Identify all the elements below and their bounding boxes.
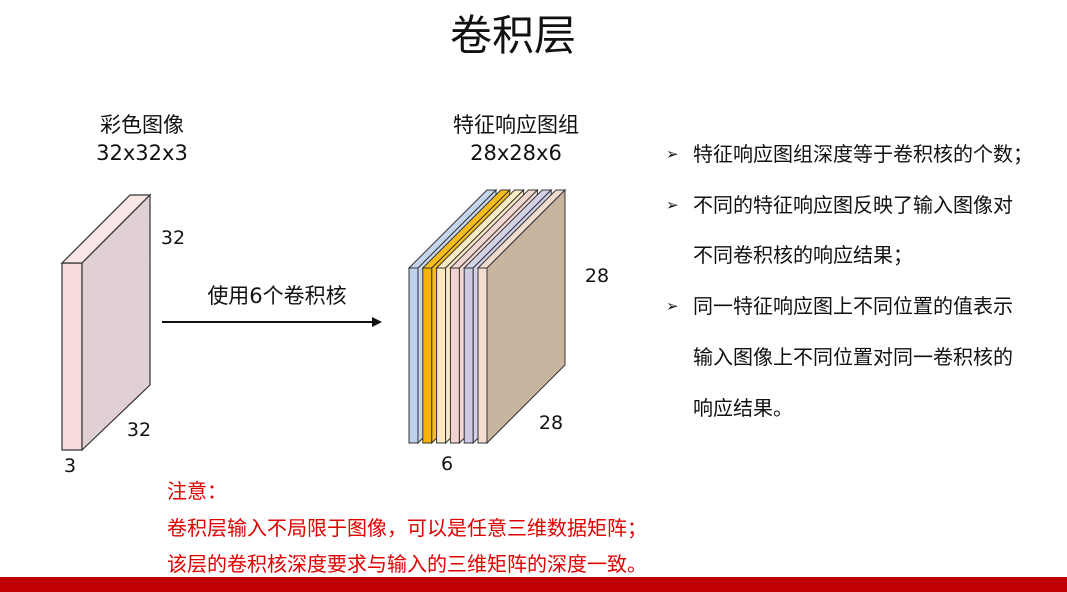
- slab-front-face: [422, 267, 433, 444]
- note-line: 该层的卷积核深度要求与输入的三维矩阵的深度一致。: [167, 552, 647, 576]
- slab-front-face: [408, 267, 419, 444]
- bullet-arrow-icon: ➢: [666, 196, 679, 214]
- input-box-side-face: [81, 193, 151, 452]
- input-height-label: 32: [160, 227, 186, 249]
- input-image-box: [60, 193, 152, 452]
- page-title: 卷积层: [449, 11, 576, 60]
- bullet-line: 不同的特征响应图反映了输入图像对: [693, 193, 1013, 217]
- bullet-line: 特征响应图组深度等于卷积核的个数；: [693, 142, 1033, 166]
- output-name: 特征响应图组: [453, 113, 579, 137]
- input-box-front-face: [61, 262, 83, 451]
- bullet-line: 响应结果。: [693, 396, 793, 420]
- output-width-label: 28: [538, 412, 564, 434]
- note-line: 卷积层输入不局限于图像，可以是任意三维数据矩阵；: [167, 516, 647, 540]
- slab-front-face: [436, 267, 447, 444]
- output-height-label: 28: [584, 265, 610, 287]
- input-width-label: 32: [126, 419, 152, 441]
- input-name: 彩色图像: [100, 113, 184, 137]
- bullet-line: 输入图像上不同位置对同一卷积核的: [693, 345, 1013, 369]
- slab-front-face: [463, 267, 474, 444]
- bullet-arrow-icon: ➢: [666, 145, 679, 163]
- bullet-line: 不同卷积核的响应结果；: [693, 243, 913, 267]
- note-heading: 注意：: [167, 479, 227, 503]
- output-size: 28x28x6: [470, 141, 562, 165]
- convolution-arrow: [162, 317, 382, 327]
- slab-side-face: [486, 188, 566, 445]
- feature-map-slab: [476, 188, 567, 445]
- footer-bar: [0, 577, 1067, 592]
- arrow-head: [372, 317, 382, 327]
- input-size: 32x32x3: [96, 141, 188, 165]
- slab-front-face: [477, 267, 488, 444]
- slab-front-face: [449, 267, 460, 444]
- bullet-arrow-icon: ➢: [666, 297, 679, 315]
- bullet-line: 同一特征响应图上不同位置的值表示: [693, 294, 1013, 318]
- feature-map-stack: [407, 188, 567, 445]
- operation-label: 使用6个卷积核: [207, 284, 347, 308]
- input-depth-label: 3: [63, 455, 77, 477]
- output-depth-label: 6: [440, 453, 454, 475]
